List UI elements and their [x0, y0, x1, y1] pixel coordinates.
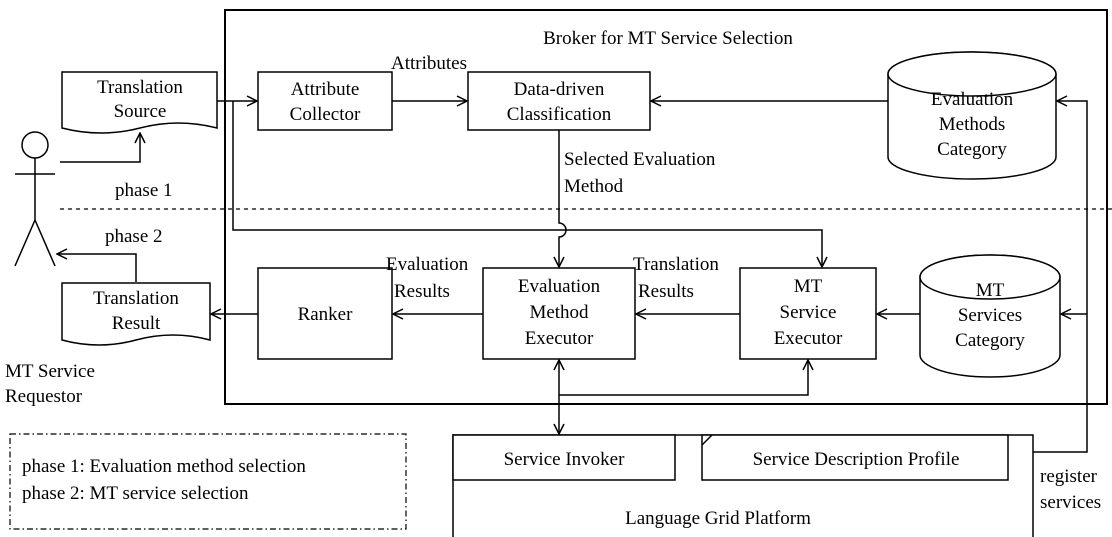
evaluation-methods-category-cylinder: [887, 51, 1057, 180]
legend-line2: phase 2: MT service selection: [22, 483, 249, 504]
attribute-collector-box: [257, 71, 393, 131]
mt-service-executor-label-line1: MT: [794, 276, 823, 297]
attribute-collector-label-line1: Attribute: [291, 79, 360, 100]
translation-result-label-line1: Translation: [93, 288, 179, 309]
mt-services-category-label-line2: Services: [958, 305, 1022, 326]
profile-corner-fold: [701, 434, 713, 446]
attributes-to-mt-executor-arrow: [232, 101, 822, 267]
evaluation-method-executor-label-line1: Evaluation: [518, 276, 601, 297]
mt-executor-invoker-link: [559, 360, 808, 396]
requestor-to-source-arrow: [60, 133, 140, 163]
mt-services-category-label-line1: MT: [976, 280, 1005, 301]
phase-2-label: phase 2: [105, 226, 163, 247]
mt-service-executor-box: [739, 267, 877, 360]
ranker-box: [257, 267, 393, 360]
selected-evaluation-method-label-line1: Selected Evaluation: [564, 149, 716, 170]
requestor-label-line1: MT Service: [5, 361, 95, 382]
legend-line1: phase 1: Evaluation method selection: [22, 456, 306, 477]
translation-source-label-line1: Translation: [97, 77, 183, 98]
result-to-requestor-arrow: [57, 254, 137, 282]
data-driven-classification-label-line1: Data-driven: [514, 79, 605, 100]
register-services-line: [1033, 101, 1088, 453]
evaluation-method-executor-label-line3: Executor: [525, 328, 594, 349]
mt-service-executor-label-line3: Executor: [774, 328, 843, 349]
evaluation-methods-category-label-line3: Category: [937, 139, 1007, 160]
attributes-label: Attributes: [391, 53, 467, 74]
data-driven-classification-label-line2: Classification: [507, 104, 612, 125]
phase-1-label: phase 1: [115, 180, 173, 201]
requestor-label-line2: Requestor: [5, 386, 83, 407]
mt-services-category-label-line3: Category: [955, 330, 1025, 351]
service-invoker-label: Service Invoker: [504, 449, 625, 470]
evaluation-results-label-line1: Evaluation: [386, 254, 469, 275]
service-invoker-box: [452, 434, 676, 481]
mt-services-category-cylinder: [919, 254, 1061, 378]
service-description-profile-label: Service Description Profile: [753, 449, 960, 470]
service-description-profile-box: [701, 434, 1009, 481]
requestor-figure: [14, 131, 56, 267]
translation-results-label-line2: Results: [638, 281, 694, 302]
evaluation-methods-category-label-line1: Evaluation: [931, 89, 1014, 110]
broker-frame: [224, 9, 1108, 405]
evaluation-results-label-line2: Results: [394, 281, 450, 302]
attribute-collector-label-line2: Collector: [290, 104, 361, 125]
mt-service-executor-label-line2: Service: [780, 302, 837, 323]
language-grid-platform-label: Language Grid Platform: [625, 508, 811, 529]
translation-result-box: [61, 282, 211, 346]
legend-box: [9, 433, 407, 530]
selected-evaluation-method-label-line2: Method: [564, 176, 624, 197]
register-services-label-line2: services: [1040, 492, 1101, 513]
translation-source-box: [61, 71, 218, 134]
broker-title: Broker for MT Service Selection: [543, 28, 793, 49]
translation-result-label-line2: Result: [112, 313, 161, 334]
ranker-label: Ranker: [298, 304, 354, 325]
register-services-label-line1: register: [1040, 466, 1098, 487]
evaluation-methods-category-label-line2: Methods: [939, 114, 1006, 135]
translation-source-label-line2: Source: [114, 101, 167, 122]
evaluation-method-executor-label-line2: Method: [529, 302, 589, 323]
translation-results-label-line1: Translation: [633, 254, 719, 275]
